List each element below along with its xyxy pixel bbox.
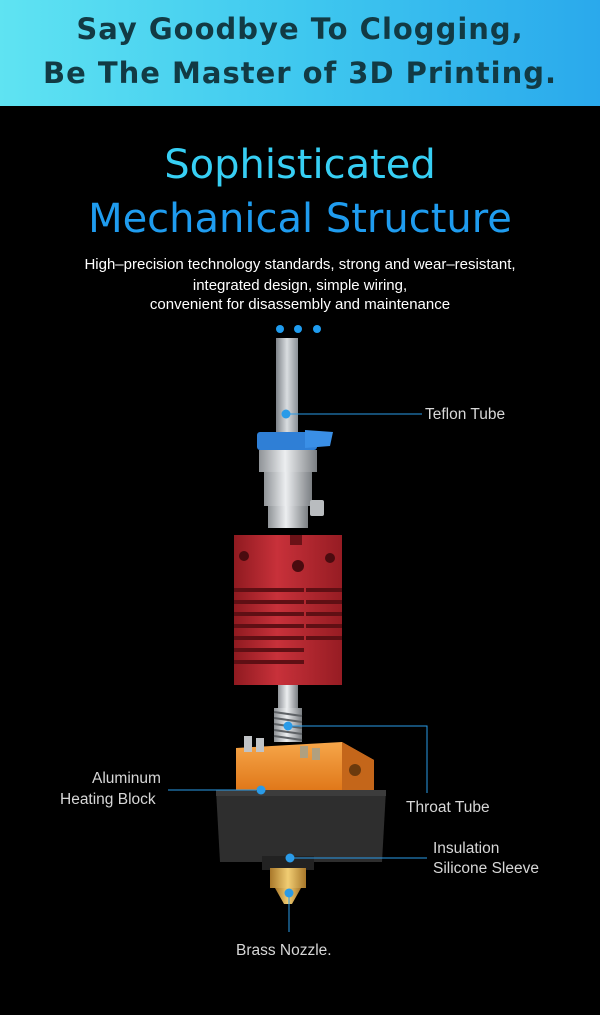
heading-line-1: Sophisticated <box>164 142 436 188</box>
label-aluminum: Aluminum <box>92 770 161 787</box>
label-brass-nozzle: Brass Nozzle. <box>236 942 332 959</box>
silicone-sleeve <box>216 790 386 862</box>
clip-tab <box>305 430 333 448</box>
label-heating-block: Heating Block <box>60 791 156 808</box>
callout-dot-nozzle <box>284 888 294 898</box>
description-line-2: integrated design, simple wiring, <box>192 277 408 294</box>
callout-dot-teflon <box>281 409 291 419</box>
coupler-thread <box>268 506 308 528</box>
top-banner: Say Goodbye To Clogging, Be The Master o… <box>0 0 600 106</box>
side-screw <box>310 500 324 516</box>
label-teflon-tube: Teflon Tube <box>425 406 506 423</box>
pagination-dots <box>276 325 326 335</box>
callout-dot-heating-block <box>256 785 266 795</box>
banner-line-2: Be The Master of 3D Printing. <box>42 56 558 90</box>
teflon-tube <box>276 338 298 438</box>
label-silicone-sleeve: Silicone Sleeve <box>433 860 539 877</box>
heating-block <box>236 742 374 790</box>
dot-icon <box>276 325 284 333</box>
dot-icon <box>313 325 321 333</box>
heading-line-2: Mechanical Structure <box>88 196 512 242</box>
dot-icon <box>294 325 302 333</box>
coupler-nut <box>259 450 317 472</box>
coupler-hex <box>264 472 312 506</box>
throat-upper <box>278 685 298 709</box>
callout-dot-throat <box>283 721 293 731</box>
nozzle-hex <box>270 868 306 888</box>
description-line-3: convenient for disassembly and maintenan… <box>149 296 451 313</box>
description-line-1: High–precision technology standards, str… <box>84 256 516 273</box>
label-insulation: Insulation <box>433 840 500 857</box>
blue-clip <box>257 432 317 450</box>
heatsink <box>234 535 342 685</box>
banner-line-1: Say Goodbye To Clogging, <box>76 12 524 46</box>
callout-dot-sleeve <box>285 853 295 863</box>
label-throat-tube: Throat Tube <box>406 799 490 816</box>
